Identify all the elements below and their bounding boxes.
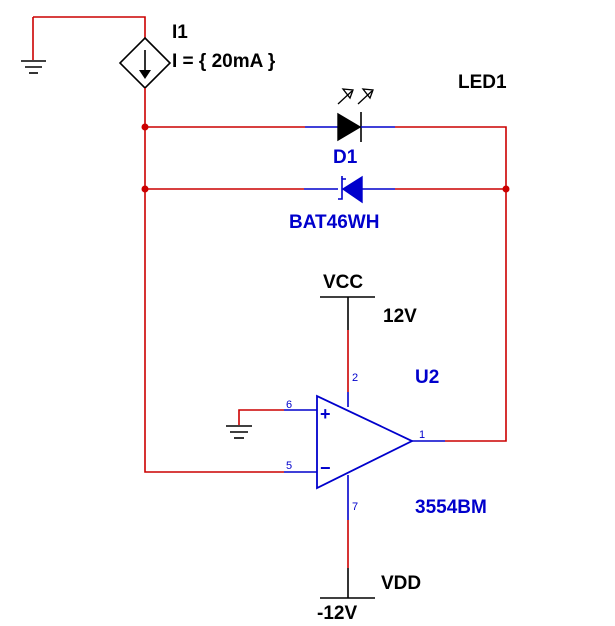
junction-dot <box>141 123 149 131</box>
wire-led-right <box>395 126 507 190</box>
schottky-diode-symbol <box>338 175 363 204</box>
wire-ground-to-source <box>33 16 146 38</box>
wire-diode-left <box>144 127 304 190</box>
pin-6-label: 6 <box>286 399 292 411</box>
pin-5-label: 5 <box>286 460 292 472</box>
opamp-part-label: 3554BM <box>415 497 487 518</box>
wire-feedback-right <box>445 189 507 442</box>
current-source-symbol <box>118 36 172 90</box>
opamp-minus-sign: − <box>320 458 331 478</box>
vdd-value-label: -12V <box>317 603 357 624</box>
vdd-name-label: VDD <box>381 573 421 594</box>
led-ref-label: LED1 <box>458 72 507 93</box>
opamp-plus-sign: + <box>320 404 331 424</box>
vcc-name-label: VCC <box>323 272 363 293</box>
junction-dot <box>141 185 149 193</box>
ground-symbol-opamp <box>226 425 252 439</box>
pin-7-label: 7 <box>352 501 358 513</box>
pin-2-label: 2 <box>352 372 358 384</box>
vcc-value-label: 12V <box>383 306 417 327</box>
diode-part-label: BAT46WH <box>289 212 379 233</box>
junction-dot <box>502 185 510 193</box>
ground-symbol-top-left <box>21 17 46 74</box>
pin-1-label: 1 <box>419 429 425 441</box>
source-value-label: I = { 20mA } <box>172 51 276 72</box>
wire-noninv-ground <box>238 409 284 425</box>
source-ref-label: I1 <box>172 22 188 43</box>
opamp-ref-label: U2 <box>415 367 439 388</box>
wire-inverting-left <box>144 189 284 473</box>
led-name-label: D1 <box>333 147 358 168</box>
led-symbol <box>337 88 374 142</box>
opamp-symbol <box>316 394 415 490</box>
